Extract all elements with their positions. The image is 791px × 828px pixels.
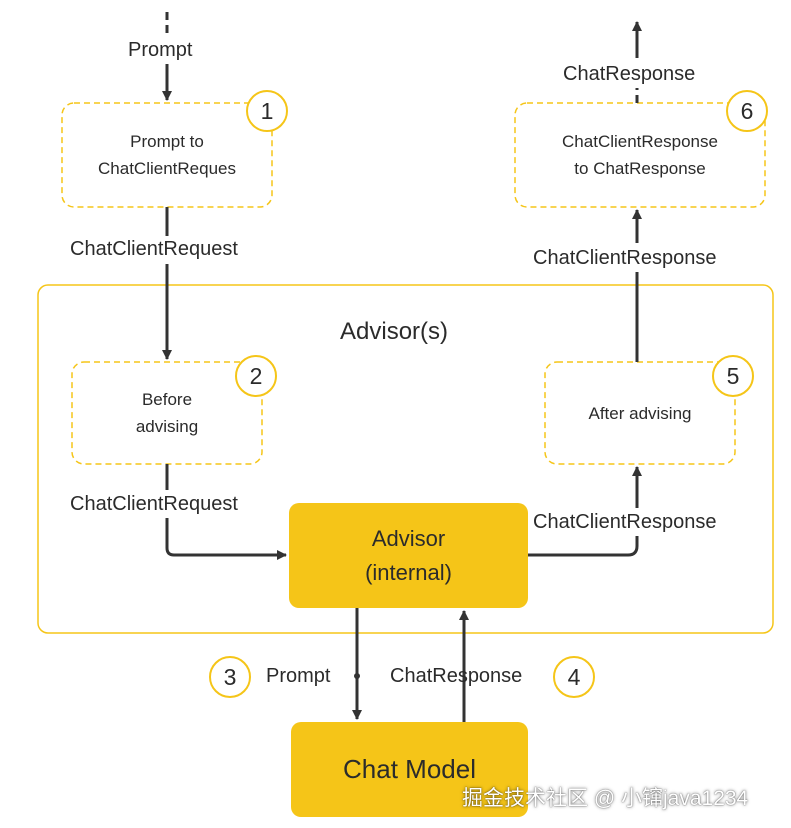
chat-response-from-model-label: ChatResponse xyxy=(390,665,523,687)
chat-client-response-label-top: ChatClientResponse xyxy=(533,247,717,269)
advisors-title: Advisor(s) xyxy=(340,318,449,345)
step2-badge: 2 xyxy=(235,355,277,397)
step5-text: After advising xyxy=(588,403,692,423)
chat-model-text: Chat Model xyxy=(343,754,476,784)
step5-text-container: After advising xyxy=(545,362,735,464)
chat-model-box xyxy=(291,722,528,817)
advisors-container xyxy=(37,284,774,634)
chat-response-output-label: ChatResponse xyxy=(563,63,696,85)
step1-text-container: Prompt to ChatClientReques xyxy=(62,103,272,207)
prompt-to-model-label: Prompt xyxy=(266,665,331,687)
step1-badge: 1 xyxy=(246,90,288,132)
chat-client-request-label-top: ChatClientRequest xyxy=(70,238,238,260)
prompt-line-dot xyxy=(354,673,360,679)
chat-model-text-container: Chat Model xyxy=(291,722,528,817)
step5-badge: 5 xyxy=(712,355,754,397)
advisor-internal-text: Advisor (internal) xyxy=(365,525,452,585)
step1-box xyxy=(61,102,273,208)
watermark: 掘金技术社区 @ 小镩java1234 xyxy=(462,787,749,810)
chat-client-response-label-mid: ChatClientResponse xyxy=(533,511,717,533)
advisor-to-step5-arrow xyxy=(528,536,639,557)
advisor-internal-text-container: Advisor (internal) xyxy=(289,503,528,608)
step6-text-container: ChatClientResponse to ChatResponse xyxy=(515,103,765,207)
advisor-internal-box xyxy=(289,503,528,608)
step6-box xyxy=(514,102,766,208)
step4-badge: 4 xyxy=(553,656,595,698)
chat-client-request-label-mid: ChatClientRequest xyxy=(70,493,238,515)
step6-badge: 6 xyxy=(726,90,768,132)
step1-text: Prompt to ChatClientReques xyxy=(98,132,236,178)
step2-text-container: Before advising xyxy=(72,362,262,464)
step2-text: Before advising xyxy=(135,390,199,436)
step3-badge: 3 xyxy=(209,656,251,698)
step5-box xyxy=(544,361,736,465)
request-to-advisor-arrow xyxy=(165,518,287,560)
step6-text: ChatClientResponse to ChatResponse xyxy=(562,132,718,178)
prompt-input-label: Prompt xyxy=(128,39,193,61)
